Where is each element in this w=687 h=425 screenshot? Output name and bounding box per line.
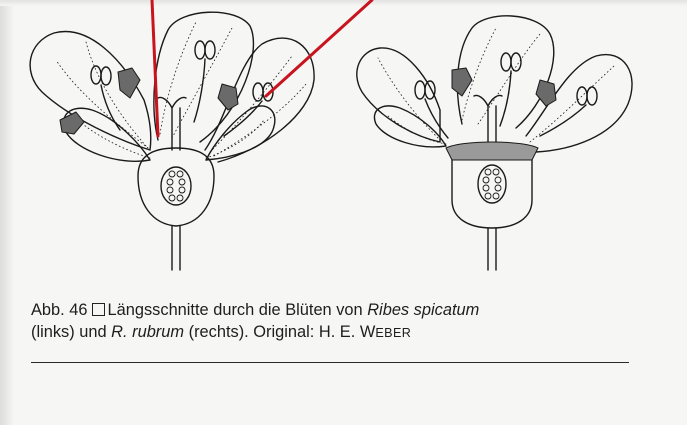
left-flower-stamen — [194, 41, 215, 122]
right-flower-drawing — [357, 16, 632, 270]
caption-rule — [31, 362, 629, 363]
right-flower-style — [474, 95, 502, 142]
left-flower-stamen — [91, 66, 120, 130]
red-pointer-lines — [152, 0, 372, 136]
square-box-icon — [92, 303, 105, 316]
left-flower-petal — [206, 106, 275, 160]
species-name-2: R. rubrum — [111, 323, 184, 341]
figure-caption: Abb. 46 Längsschnitte durch die Blüten vo… — [31, 299, 651, 344]
left-flower-drawing — [30, 12, 314, 270]
right-flower-scale — [536, 80, 556, 106]
species-name-1: Ribes spicatum — [367, 301, 479, 319]
caption-line-2: (links) und R. rubrum (rechts). Original… — [31, 321, 651, 344]
right-flower-petal — [457, 16, 553, 128]
right-flower-ovary — [452, 160, 532, 228]
author-name: WEBER — [360, 323, 411, 341]
red-pointer-line-right — [266, 0, 372, 96]
left-flower-ovules — [161, 167, 191, 205]
caption-text-2: (links) und — [31, 323, 107, 341]
flower-section-illustration — [0, 0, 687, 280]
left-flower-scale — [60, 112, 84, 134]
left-flower-scale — [118, 68, 140, 98]
left-flower-style — [158, 97, 186, 150]
right-flower-rim — [446, 142, 538, 160]
caption-text-3: (rechts). Original: H. E. — [189, 323, 356, 341]
right-flower-scale — [452, 68, 472, 96]
right-flower-petal — [357, 48, 440, 142]
figure-label: Abb. 46 — [31, 301, 88, 319]
left-flower-scale — [218, 84, 238, 110]
right-flower-pedicel — [488, 228, 496, 270]
left-flower-pedicel — [172, 226, 180, 270]
caption-text-1: Längsschnitte durch die Blüten von — [108, 301, 363, 319]
right-flower-ovules — [478, 165, 506, 203]
caption-line-1: Abb. 46 Längsschnitte durch die Blüten vo… — [31, 299, 651, 321]
